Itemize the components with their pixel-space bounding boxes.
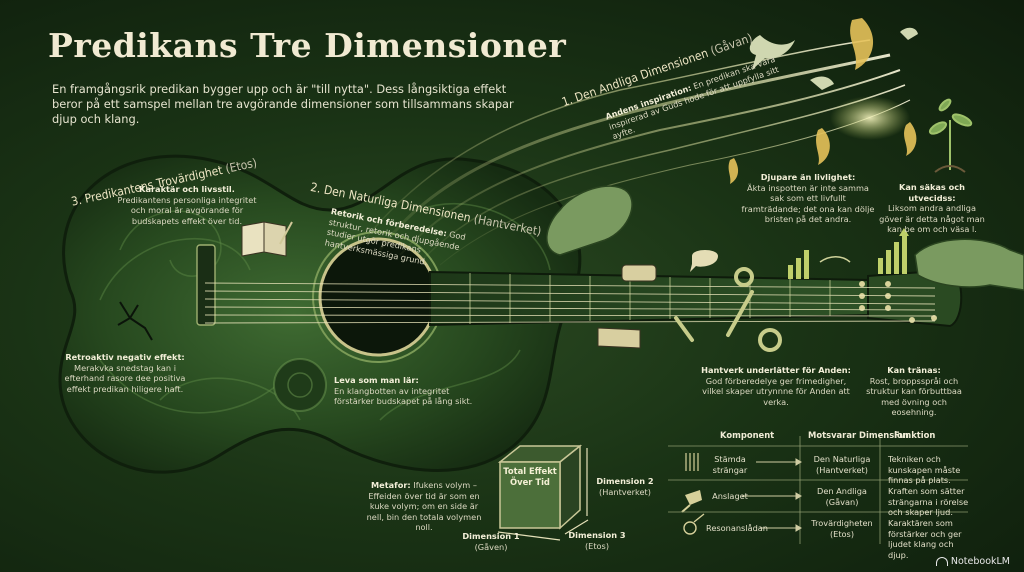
table-cell-function: Kraften som sätter strängarna i rörelse … [888,486,969,517]
table-header-dimension: Motsvarar Dimension [808,430,909,440]
cube-d3-title: Dimension 3 [568,530,626,540]
guitar-icon [683,513,705,535]
sprout-icon [928,98,973,173]
note-body: Rost, broppsspråi och struktur kan förbu… [866,375,962,418]
note-body: God förberedelye ger frimedigher, vilkel… [702,375,850,407]
table-cell-dimension: Trovärdigheten (Etos) [811,518,873,539]
craft-note: Hantverk underlätter för Anden: God förb… [700,365,852,407]
cube-dimension-2: Dimension 2 (Hantverket) [590,476,660,497]
crack-icon [117,301,153,341]
note-head: Leva som man lär: [334,375,419,385]
flame-icon [728,18,917,184]
table-header-component: Komponent [720,430,775,440]
intro-text: En framgångsrik predikan bygger upp och … [52,82,514,126]
table-cell-dimension: Den Andliga (Gåvan) [817,486,867,507]
page-title: Predikans Tre Dimensioner [48,26,567,65]
deeper-note: Djupare än livlighet: Äkta inspotten är … [740,172,876,225]
note-body: Äkta inspotten är inte samma sak som ett… [741,182,875,225]
cube-face-label: Total Effekt Över Tid [503,466,557,487]
gear-icon [734,267,782,352]
notebooklm-logo: NotebookLM [935,556,1010,567]
note-head: Djupare än livlighet: [760,172,856,182]
note-body: Predikantens personliga integritet och m… [117,194,257,226]
strings-icon [685,453,699,471]
speech-bubble-icon [690,250,718,272]
train-note: Kan tränas: Rost, broppsspråi och strukt… [860,365,968,418]
table-header-function: Funktion [894,430,936,440]
retro-note: Retroaktiv negativ effekt: Merakvka sned… [56,352,194,394]
note-body: Merakvka snedstag kan i efterhand rasore… [64,362,186,394]
dove-icon [749,27,918,90]
note-body: Liksom andra andliga göver är detta någo… [879,203,985,234]
wrench-icon [674,290,754,342]
note-head: Kan säkas och utvecidss: [899,182,965,203]
table-cell-function: Karaktären som förstärker och ger ljudet… [888,518,962,560]
dimension-3-note: Karaktär och livsstil. Predikantens pers… [112,184,262,226]
note-head: Retroaktiv negativ effekt: [65,352,185,362]
table-cell-dimension: Den Naturliga (Hantverket) [813,454,871,475]
note-head: Metafor: [371,480,411,490]
cube-d2-sub: (Hantverket) [599,486,651,497]
cube-d1-title: Dimension 1 [462,531,520,541]
book-icon [241,221,293,257]
note-head: Kan tränas: [887,365,941,375]
table-cell-component: Resonanslådan [706,523,768,533]
table-cell-component: Stämda strängar [712,454,748,475]
logo-label: NotebookLM [950,556,1010,567]
tuning-hand-icon [914,238,1024,291]
note-head: Hantverk underlätter för Anden: [701,365,851,375]
scroll-icon [597,264,657,349]
note-body: Ifukens volym – Effeiden över tid är som… [366,480,482,532]
strumming-hand-icon [546,185,633,256]
pick-icon [681,490,702,513]
cube-dimension-3: Dimension 3 (Etos) [562,530,632,551]
effect-cube-icon [497,444,583,530]
table-cell-component: Anslaget [712,491,748,501]
growth-bars-icon [788,228,909,279]
logo-icon [935,557,948,566]
cube-dimension-1: Dimension 1 (Gåven) [456,531,526,552]
develop-note: Kan säkas och utvecidss: Liksom andra an… [876,182,988,235]
cube-d2-title: Dimension 2 [596,476,654,486]
cube-d1-sub: (Gåven) [474,541,508,552]
metaphor-note: Metafor: Ifukens volym – Effeiden över t… [360,480,488,533]
cube-d3-sub: (Etos) [584,540,610,551]
note-head: Karaktär och livsstil. [139,184,235,194]
arrow-icon [819,255,851,263]
table-cell-function: Tekniken och kunskapen måste finnas på p… [888,454,961,485]
note-body: En klangbotten av integritet förstärker … [334,385,473,407]
live-note: Leva som man lär: En klangbotten av inte… [334,375,484,407]
component-table: Komponent Motsvarar Dimension Funktion S… [668,430,968,560]
